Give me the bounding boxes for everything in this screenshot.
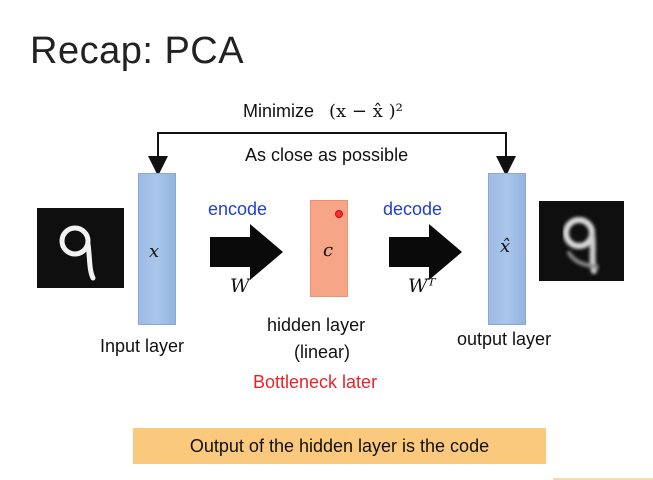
encode-label: encode <box>208 199 268 219</box>
encode-weight: W <box>230 275 250 297</box>
slide-title: Recap: PCA <box>30 30 245 72</box>
digit-nine-icon <box>59 225 96 281</box>
bottleneck-note: Bottleneck later <box>253 372 378 392</box>
output-layer-label: output layer <box>457 329 552 349</box>
input-layer-bar <box>138 173 176 325</box>
input-layer-label: Input layer <box>100 336 185 356</box>
hidden-layer-label: hidden layer <box>267 315 366 335</box>
minimize-formula: (x − x̂ )² <box>329 101 403 122</box>
decode-weight: Wᵀ <box>408 275 436 297</box>
minimize-label: Minimize (x − x̂ )² <box>243 101 403 122</box>
output-symbol: x̂ <box>500 236 511 257</box>
hidden-layer-sublabel: (linear) <box>294 342 351 362</box>
loop-line <box>157 132 507 166</box>
digit-nine-reconstructed-icon <box>563 217 599 274</box>
decorative-line <box>553 478 653 480</box>
minimize-text: Minimize <box>243 101 315 121</box>
input-digit-image <box>37 208 124 288</box>
code-callout: Output of the hidden layer is the code <box>133 428 546 464</box>
decode-label: decode <box>383 199 443 219</box>
input-symbol: x <box>149 241 160 262</box>
output-layer-bar <box>488 173 526 325</box>
as-close-label: As close as possible <box>245 145 409 165</box>
hidden-symbol: c <box>323 240 334 261</box>
output-digit-image <box>539 201 624 281</box>
